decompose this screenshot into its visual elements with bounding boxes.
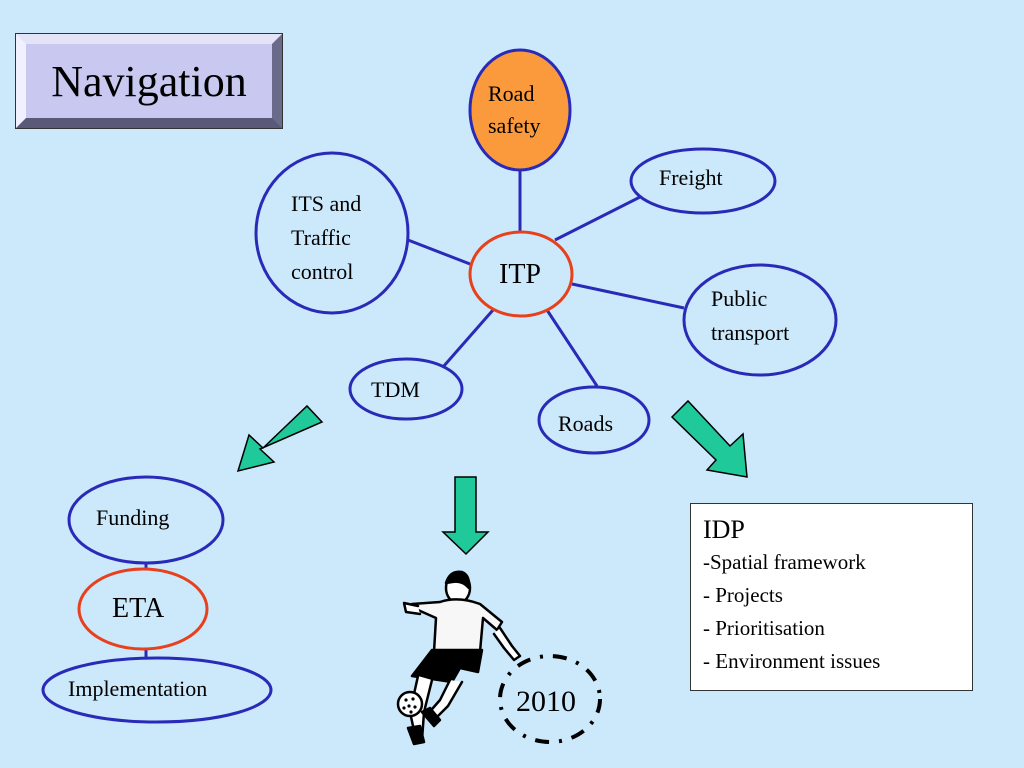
road-safety-label-line: Road <box>488 81 535 106</box>
freight-node <box>629 147 777 215</box>
public-transport-label-line: transport <box>711 320 790 345</box>
its-label-line: Traffic <box>291 225 351 250</box>
road-safety-node <box>468 48 572 172</box>
eta-node <box>77 567 209 651</box>
implementation-label: Implementation <box>68 676 208 701</box>
its-label-line: ITS and <box>291 191 362 216</box>
roads-label: Roads <box>558 411 613 436</box>
idp-item: -Spatial framework <box>703 550 866 574</box>
its-label-line: control <box>291 259 354 284</box>
its-label: ITS and Traffic control <box>291 187 361 289</box>
freight-label: Freight <box>659 165 723 190</box>
connector-roads <box>545 309 599 387</box>
eta-label: ETA <box>112 593 165 624</box>
idp-title: IDP <box>703 515 745 544</box>
arrow-down-left-icon <box>236 404 324 473</box>
arrows <box>236 399 748 556</box>
connector-its <box>407 238 471 266</box>
connector-tdm <box>441 309 495 368</box>
road-safety-label: Road safety <box>488 78 541 142</box>
public-transport-node <box>682 263 838 377</box>
connector-public-transport <box>571 282 685 310</box>
idp-item: - Prioritisation <box>703 616 825 640</box>
idp-box: IDP -Spatial framework - Projects - Prio… <box>690 503 973 691</box>
arrow-down-icon <box>441 476 490 556</box>
funding-label: Funding <box>96 505 170 530</box>
tdm-label: TDM <box>371 377 420 402</box>
idp-item: - Projects <box>703 583 783 607</box>
its-node <box>254 151 410 315</box>
itp-label: ITP <box>499 259 541 290</box>
tdm-node <box>348 357 464 421</box>
page-title: Navigation <box>51 56 247 106</box>
soccer-player-icon <box>396 570 522 746</box>
year-label: 2010 <box>516 685 576 718</box>
arrow-down-right-icon <box>670 399 748 478</box>
funding-node <box>67 475 225 565</box>
itp-node <box>468 230 574 318</box>
roads-node <box>537 385 651 455</box>
idp-item: - Environment issues <box>703 649 881 673</box>
road-safety-label-line: safety <box>488 113 541 138</box>
public-transport-label: Public transport <box>711 282 789 350</box>
title-box: Navigation <box>15 33 283 129</box>
connector-freight <box>554 195 641 242</box>
public-transport-label-line: Public <box>711 286 768 311</box>
implementation-node <box>41 656 273 724</box>
year-dashed-circle <box>498 654 602 744</box>
